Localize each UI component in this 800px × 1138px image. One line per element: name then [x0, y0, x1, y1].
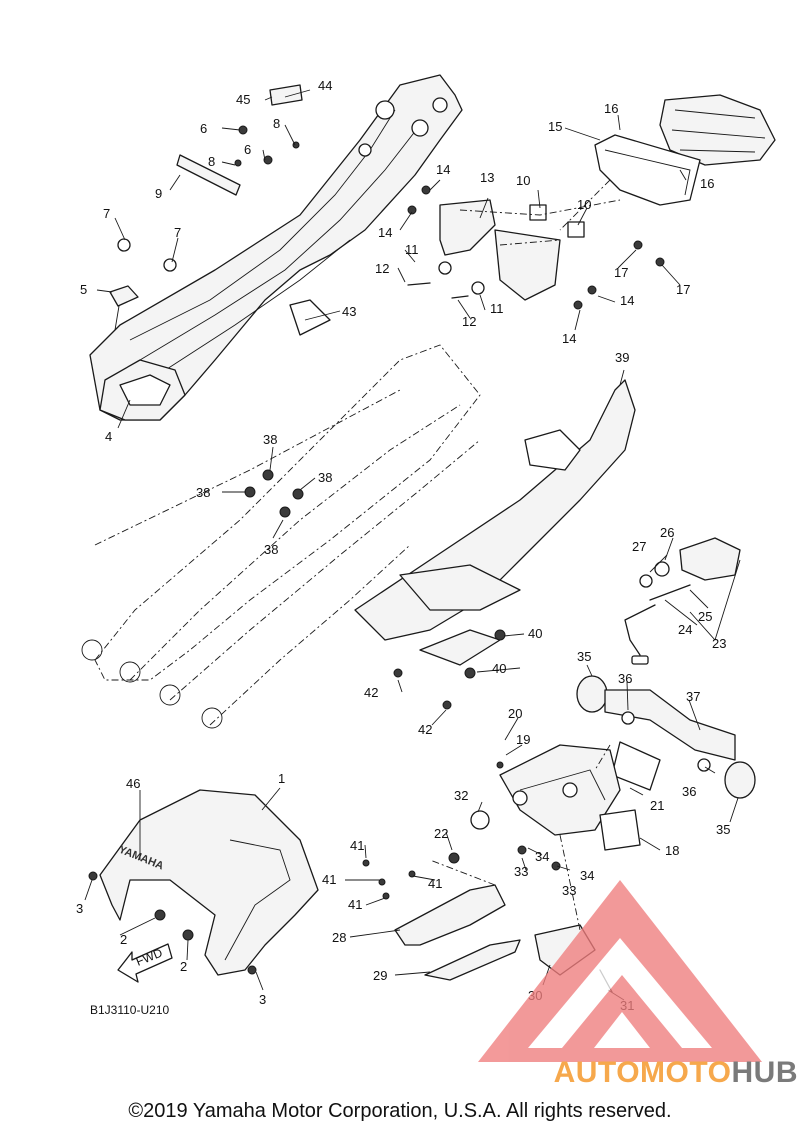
turn-signal-assembly [576, 537, 756, 799]
watermark-logo [478, 880, 762, 1062]
callout-41c: 41 [348, 897, 362, 912]
rear-inner-fender-assembly [89, 74, 463, 421]
callout-33b: 33 [562, 883, 576, 898]
callout-14d: 14 [562, 331, 576, 346]
callout-19: 19 [516, 732, 530, 747]
callout-12a: 12 [375, 261, 389, 276]
callout-9: 9 [155, 186, 162, 201]
callout-40a: 40 [528, 626, 542, 641]
callout-46: 46 [126, 776, 140, 791]
callout-22: 22 [434, 826, 448, 841]
callout-1: 1 [278, 771, 285, 786]
callout-33a: 33 [514, 864, 528, 879]
callout-4: 4 [105, 429, 112, 444]
callout-15: 15 [548, 119, 562, 134]
license-plate-bracket [362, 744, 641, 993]
callout-6b: 6 [244, 142, 251, 157]
callout-41d: 41 [428, 876, 442, 891]
callout-17b: 17 [676, 282, 690, 297]
callout-36a: 36 [618, 671, 632, 686]
callout-14b: 14 [378, 225, 392, 240]
callout-38d: 38 [264, 542, 278, 557]
callout-36b: 36 [682, 784, 696, 799]
callout-23: 23 [712, 636, 726, 651]
callout-17a: 17 [614, 265, 628, 280]
callout-40b: 40 [492, 661, 506, 676]
watermark-text: AUTOMOTOHUB [468, 1056, 798, 1090]
callout-38a: 38 [263, 432, 277, 447]
tail-light-assembly [407, 94, 776, 310]
callout-14a: 14 [436, 162, 450, 177]
callout-35b: 35 [716, 822, 730, 837]
callout-27: 27 [632, 539, 646, 554]
callout-21: 21 [650, 798, 664, 813]
callout-3b: 3 [259, 992, 266, 1007]
callout-labels: 45 44 6 8 8 6 9 7 7 5 4 43 14 13 10 10 1… [76, 78, 730, 1013]
diagram-code: B1J3110-U210 [90, 1003, 169, 1017]
callout-10b: 10 [577, 197, 591, 212]
callout-13: 13 [480, 170, 494, 185]
watermark-text-automoto: AUTOMOTO [553, 1056, 732, 1089]
callout-34a: 34 [535, 849, 549, 864]
callout-45: 45 [236, 92, 250, 107]
forward-arrow-icon: FWD [117, 943, 173, 983]
callout-12b: 12 [462, 314, 476, 329]
callout-24: 24 [678, 622, 692, 637]
callout-41b: 41 [322, 872, 336, 887]
callout-11b: 11 [490, 301, 504, 316]
callout-42b: 42 [418, 722, 432, 737]
callout-42a: 42 [364, 685, 378, 700]
callout-44: 44 [318, 78, 332, 93]
callout-29: 29 [373, 968, 387, 983]
rear-fender-undertray [244, 379, 636, 710]
callout-7a: 7 [103, 206, 110, 221]
callout-2b: 2 [180, 959, 187, 974]
callout-18: 18 [665, 843, 679, 858]
callout-37: 37 [686, 689, 700, 704]
callout-39: 39 [615, 350, 629, 365]
watermark-text-hub: HUB [731, 1056, 798, 1089]
rear-frame-outline [81, 344, 481, 729]
callout-6a: 6 [200, 121, 207, 136]
callout-3a: 3 [76, 901, 83, 916]
callout-2a: 2 [120, 932, 127, 947]
callout-8b: 8 [208, 154, 215, 169]
callout-34b: 34 [580, 868, 594, 883]
front-fender: YAMAHA [88, 789, 319, 976]
callout-10a: 10 [516, 173, 530, 188]
callout-20: 20 [508, 706, 522, 721]
callout-28: 28 [332, 930, 346, 945]
callout-38c: 38 [318, 470, 332, 485]
callout-14c: 14 [620, 293, 634, 308]
callout-8a: 8 [273, 116, 280, 131]
callout-26: 26 [660, 525, 674, 540]
callout-11a: 11 [405, 242, 419, 257]
callout-38b: 38 [196, 485, 210, 500]
callout-7b: 7 [174, 225, 181, 240]
callout-35a: 35 [577, 649, 591, 664]
leader-lines [84, 89, 741, 1001]
callout-25: 25 [698, 609, 712, 624]
callout-16a: 16 [604, 101, 618, 116]
callout-41a: 41 [350, 838, 364, 853]
callout-32: 32 [454, 788, 468, 803]
callout-5: 5 [80, 282, 87, 297]
callout-16b: 16 [700, 176, 714, 191]
callout-43: 43 [342, 304, 356, 319]
copyright-footer: ©2019 Yamaha Motor Corporation, U.S.A. A… [128, 1100, 672, 1122]
